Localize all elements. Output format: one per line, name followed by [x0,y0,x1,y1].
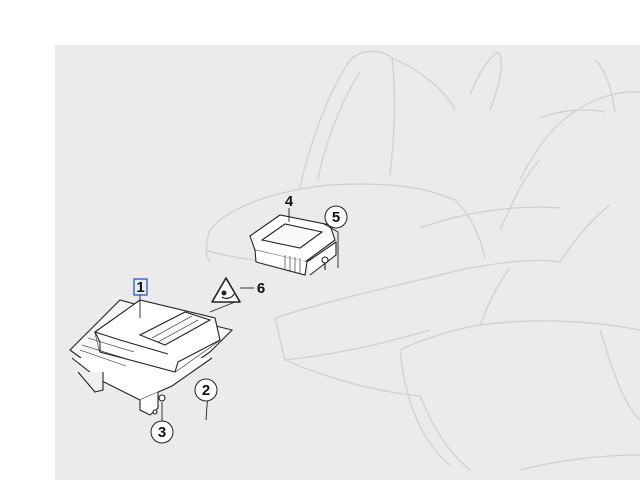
diagram-panel [55,45,640,480]
airbag-warning-icon [211,277,241,303]
callout-1-label[interactable]: 1 [136,279,144,296]
callout-5-circle [324,205,348,229]
callout-4-label[interactable]: 4 [285,193,294,210]
airbag-control-unit[interactable] [69,299,234,416]
callout-5-label[interactable]: 5 [332,209,340,226]
seat-ghost-outline [204,50,640,471]
callout-3-label[interactable]: 3 [158,424,166,441]
callout-1-selection-box [133,278,148,296]
sensor-module[interactable] [249,214,337,276]
callout-3-circle [150,420,174,444]
callout-6-label[interactable]: 6 [257,280,265,297]
callout-2-circle [194,378,218,402]
callout-2-label[interactable]: 2 [202,382,210,399]
